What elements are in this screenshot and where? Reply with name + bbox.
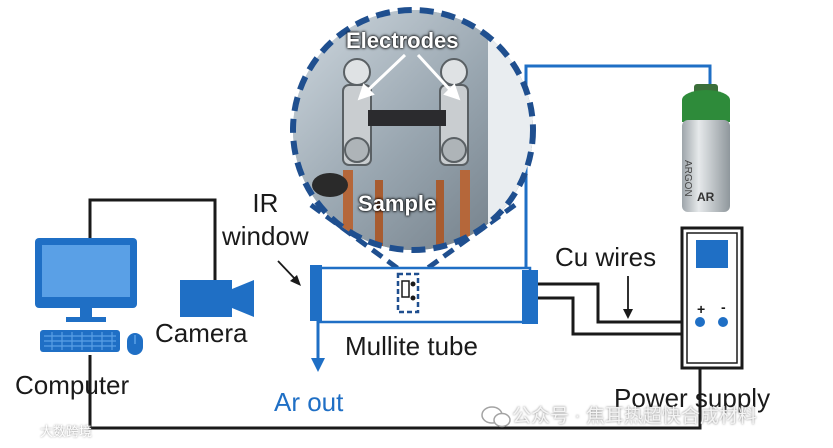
computer-camera-wire (88, 198, 217, 283)
cu-wires-pointer (623, 276, 633, 319)
electrodes-pointer-arrows (357, 53, 461, 101)
power-supply (680, 226, 744, 370)
camera-label: Camera (155, 318, 248, 348)
minus-terminal-label: - (721, 299, 726, 315)
computer (35, 238, 143, 355)
corner-watermark-text: 大数跨境 (40, 424, 93, 439)
right-end-cap (522, 270, 538, 324)
plus-terminal-label: + (697, 301, 706, 317)
ar-out-arrow (311, 318, 325, 372)
mullite-tube (310, 265, 538, 324)
power-supply-label: Power supply (614, 383, 771, 413)
computer-ground-wire (88, 355, 702, 430)
electrode-left (342, 58, 372, 166)
ar-out-label: Ar out (274, 387, 344, 417)
sample-label: Sample (358, 191, 437, 216)
sample-holder (396, 272, 420, 314)
cu-wires-label: Cu wires (555, 242, 657, 272)
wechat-logo-icon (481, 406, 511, 428)
wechat-watermark-text: 公众号 · 焦耳热超快合成材料 (512, 406, 757, 427)
mullite-tube-label: Mullite tube (345, 331, 478, 361)
negative-terminal (718, 317, 728, 327)
electrode-right (439, 58, 469, 166)
cylinder-ar-text: AR (697, 190, 715, 204)
corner-watermark-icon (9, 425, 36, 439)
ir-window-cap (310, 265, 322, 321)
electrodes-label: Electrodes (346, 28, 459, 53)
ir-window-pointer (277, 260, 301, 286)
camera-icon (180, 280, 254, 317)
argon-cylinder (682, 84, 730, 212)
cylinder-argon-text: ARGON (682, 160, 693, 197)
computer-label: Computer (15, 370, 130, 400)
positive-terminal (695, 317, 705, 327)
argon-gas-line (524, 64, 712, 293)
ir-window-label: IR window (222, 188, 309, 251)
power-supply-display (696, 240, 728, 268)
sample-bar (368, 110, 446, 126)
